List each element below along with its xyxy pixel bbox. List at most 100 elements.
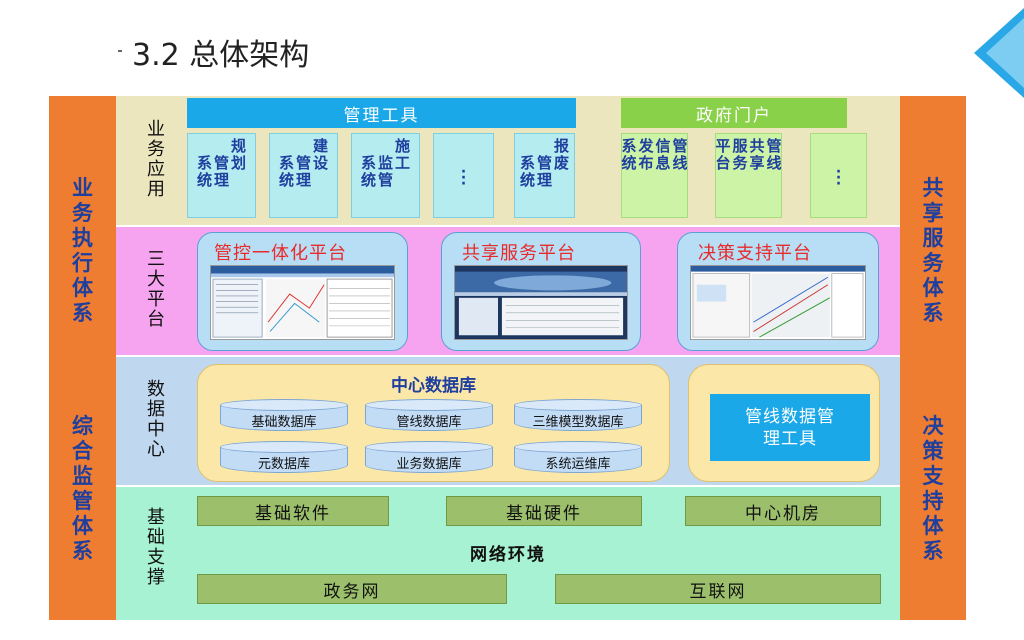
management-tools-bar: 管理工具 xyxy=(187,98,576,128)
layer-label-platform: 三大平台 xyxy=(143,250,169,330)
vertical-char: 应 xyxy=(147,159,165,180)
database-cylinder: 系统运维库 xyxy=(514,441,642,475)
platform-screenshot xyxy=(210,265,395,340)
share-service-platform: 共享服务平台 xyxy=(441,232,641,351)
central-database-title: 中心数据库 xyxy=(391,376,476,396)
platform-screenshot xyxy=(454,265,628,340)
vertical-char: 务 xyxy=(72,201,93,225)
vertical-char: 务 xyxy=(922,251,944,275)
title-dash xyxy=(118,50,122,52)
vertical-char: 系 xyxy=(72,301,93,325)
vertical-char: 中 xyxy=(147,419,165,440)
layer-label-app: 业务应用 xyxy=(143,120,169,200)
scrap-system-box: 报废管理系统 xyxy=(514,133,575,218)
system-text-column: 管理 xyxy=(536,154,552,189)
internet-box: 互联网 xyxy=(555,574,881,604)
system-text-column: 发布 xyxy=(638,137,654,172)
tool-label-line1: 管线数据管 xyxy=(745,406,835,427)
gov-network-box: 政务网 xyxy=(197,574,507,604)
platform-title: 决策支持平台 xyxy=(698,243,812,264)
vertical-char: 础 xyxy=(147,527,165,548)
base-hardware-box: 基础硬件 xyxy=(446,496,642,526)
vertical-char: 管 xyxy=(72,489,93,513)
system-text-column: 系统 xyxy=(519,154,535,189)
vertical-char: 体 xyxy=(72,276,93,300)
vertical-char: 用 xyxy=(147,179,165,200)
vertical-char: 策 xyxy=(922,439,944,463)
vertical-char: 大 xyxy=(147,269,165,290)
vertical-char: 心 xyxy=(147,439,165,460)
vertical-char: 台 xyxy=(147,309,165,330)
database-label: 管线数据库 xyxy=(396,415,462,430)
share-service-box: 管线共享服务平台 xyxy=(715,133,782,218)
left-side-panel: 业务执行体系 综合监管体系 xyxy=(49,96,116,620)
database-cylinder: 管线数据库 xyxy=(365,399,493,433)
database-label: 三维模型数据库 xyxy=(532,415,624,430)
vertical-char: 支 xyxy=(147,547,165,568)
vertical-char: 综 xyxy=(72,414,93,438)
database-cylinder: 三维模型数据库 xyxy=(514,399,642,433)
vertical-char: 系 xyxy=(922,539,944,563)
platform-title: 管控一体化平台 xyxy=(214,243,347,264)
vertical-char: 执 xyxy=(72,226,93,250)
vertical-char: 共 xyxy=(922,176,944,200)
network-environment-label: 网络环境 xyxy=(470,545,546,565)
construction-system-box: 建设管理系统 xyxy=(269,133,338,218)
vertical-char: 系 xyxy=(72,539,93,563)
layer-separator xyxy=(116,485,900,487)
vertical-char: 系 xyxy=(922,301,944,325)
vertical-char: 合 xyxy=(72,439,93,463)
control-platform: 管控一体化平台 xyxy=(197,232,408,351)
base-software-box: 基础软件 xyxy=(197,496,389,526)
right-side-panel: 共享服务体系 决策支持体系 xyxy=(900,96,966,620)
left-side-bottom-label: 综合监管体系 xyxy=(49,414,116,564)
data-center-room-box: 中心机房 xyxy=(685,496,881,526)
vertical-char: 撑 xyxy=(147,567,165,588)
decision-support-platform: 决策支持平台 xyxy=(677,232,879,351)
supervision-system-box: 施工监管系统 xyxy=(351,133,420,218)
vertical-char: 服 xyxy=(922,226,944,250)
vertical-char: 三 xyxy=(147,249,165,270)
layer-separator xyxy=(116,225,900,227)
vertical-ellipsis-icon: ··· xyxy=(835,163,842,192)
tool-label-line2: 理工具 xyxy=(763,428,817,449)
system-text-column: 平台 xyxy=(715,137,731,172)
vertical-ellipsis-icon: ··· xyxy=(460,163,467,192)
more-portal-box: ··· xyxy=(810,133,867,218)
right-side-top-label: 共享服务体系 xyxy=(900,176,966,326)
system-text-column: 系统 xyxy=(621,137,637,172)
system-text-column: 施工 xyxy=(395,137,411,172)
database-cylinder: 基础数据库 xyxy=(220,399,348,433)
database-label: 基础数据库 xyxy=(251,415,317,430)
layer-label-base: 基础支撑 xyxy=(143,508,169,588)
system-text-column: 管线 xyxy=(766,137,782,172)
vertical-char: 务 xyxy=(147,139,165,160)
vertical-char: 基 xyxy=(147,507,165,528)
system-text-column: 管线 xyxy=(672,137,688,172)
system-text-column: 系统 xyxy=(278,154,294,189)
database-cylinder: 元数据库 xyxy=(220,441,348,475)
vertical-char: 决 xyxy=(922,414,944,438)
more-systems-box: ··· xyxy=(433,133,494,218)
system-text-column: 监管 xyxy=(377,154,393,189)
system-text-column: 规划 xyxy=(231,137,247,172)
layer-label-data: 数据中心 xyxy=(143,380,169,460)
right-side-bottom-label: 决策支持体系 xyxy=(900,414,966,564)
system-text-column: 报废 xyxy=(554,137,570,172)
pipeline-data-tool-box: 管线数据管 理工具 xyxy=(710,394,870,461)
system-text-column: 信息 xyxy=(655,137,671,172)
vertical-char: 监 xyxy=(72,464,93,488)
vertical-char: 行 xyxy=(72,251,93,275)
system-text-column: 建设 xyxy=(313,137,329,172)
database-label: 系统运维库 xyxy=(545,457,611,472)
system-text-column: 管理 xyxy=(295,154,311,189)
database-cylinder: 业务数据库 xyxy=(365,441,493,475)
platform-title: 共享服务平台 xyxy=(462,243,576,264)
vertical-char: 持 xyxy=(922,489,944,513)
corner-arrow-decoration xyxy=(974,8,1024,98)
vertical-char: 体 xyxy=(922,276,944,300)
system-text-column: 管理 xyxy=(213,154,229,189)
vertical-char: 支 xyxy=(922,464,944,488)
database-label: 业务数据库 xyxy=(396,457,462,472)
vertical-char: 数 xyxy=(147,379,165,400)
